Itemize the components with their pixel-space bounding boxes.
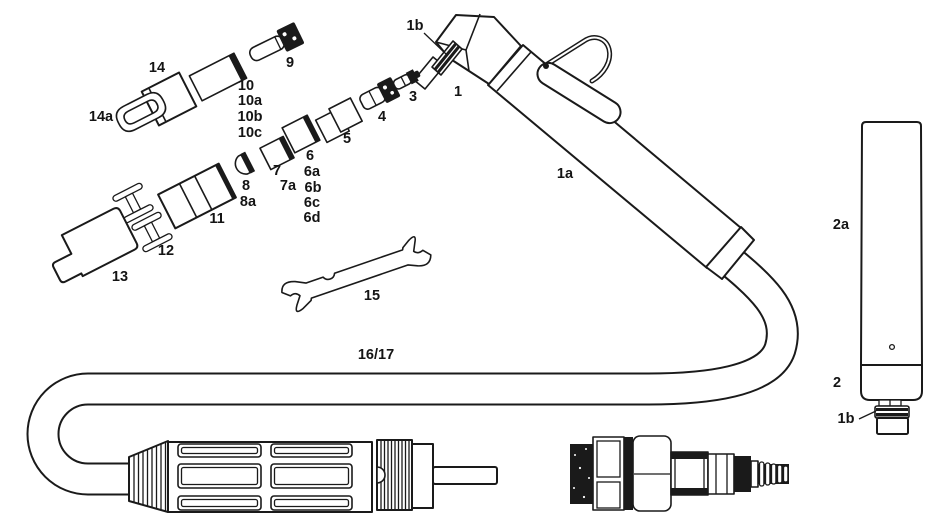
label-10: 10 (238, 78, 254, 94)
label-10c: 10c (238, 125, 262, 141)
strain-relief-cone (128, 440, 169, 513)
label-14a: 14a (89, 109, 114, 125)
spacer-clip-12a (112, 182, 154, 224)
thread-speckles (573, 448, 590, 499)
label-1: 1 (454, 84, 462, 100)
machine-torch (860, 121, 923, 435)
retaining-ring-top (431, 40, 463, 76)
swirl-ring-5 (314, 97, 363, 144)
label-4: 4 (378, 109, 386, 125)
trigger-group (536, 35, 622, 125)
label-6c: 6c (304, 195, 320, 211)
retaining-ring-bottom (874, 405, 910, 419)
barb-step (750, 460, 759, 488)
bottom-cap (876, 417, 909, 435)
leader-1b-top (423, 32, 447, 55)
cartridge-11 (157, 162, 237, 230)
label-10b: 10b (238, 109, 263, 125)
hex-nut-small (707, 453, 735, 495)
guide-plate-13 (51, 207, 139, 284)
valve-pin-9 (248, 22, 304, 62)
electrode-4 (359, 77, 401, 110)
torch-barrel-group (487, 44, 755, 280)
cable-boot (705, 226, 755, 280)
ring-notch (376, 466, 386, 484)
leader-lines (423, 32, 877, 420)
label-9: 9 (286, 55, 294, 71)
trigger-lever (536, 61, 622, 125)
label-6a: 6a (304, 164, 321, 180)
torch-leads-cable (26, 233, 799, 496)
hex-nut-a (592, 436, 625, 511)
electrode-3 (392, 69, 421, 90)
label-13: 13 (112, 269, 128, 285)
consumables-cluster (51, 22, 432, 313)
ferrule (734, 456, 751, 492)
wire-anchor (543, 63, 549, 69)
spacer-7 (259, 135, 295, 171)
label-10a: 10a (238, 93, 263, 109)
cone-knurling (133, 442, 167, 511)
wrench-15 (281, 236, 432, 313)
torch-barrel (487, 44, 742, 269)
handle-assembly (128, 439, 498, 513)
body-hole (888, 343, 896, 351)
label-12: 12 (158, 243, 174, 259)
hose-barb (758, 461, 789, 487)
label-11: 11 (209, 211, 224, 227)
handle-slots (177, 443, 353, 511)
label-1b-top: 1b (407, 18, 424, 34)
shield-insert-8 (234, 151, 256, 175)
spacer-clip-12b (131, 211, 173, 253)
cutting-tip-6 (281, 114, 321, 154)
label-7: 7 (273, 163, 281, 179)
label-1a: 1a (557, 166, 574, 182)
threaded-sleeve (570, 444, 593, 504)
shield-tube-10 (188, 52, 248, 102)
label-7a: 7a (280, 178, 297, 194)
label-5: 5 (343, 131, 351, 147)
label-2a: 2a (833, 217, 850, 233)
label-6: 6 (306, 148, 314, 164)
dark-band (624, 437, 633, 510)
part-labels: 1b 9 14 14a 10 10a 10b 10c 1 3 4 5 6 6a … (89, 18, 855, 427)
hose-fitting (570, 435, 789, 512)
cap-handle-14a (115, 91, 167, 133)
handle-output-tube (432, 466, 498, 485)
handle-collar (411, 443, 434, 509)
label-8a: 8a (240, 194, 257, 210)
label-14: 14 (149, 60, 165, 76)
label-6d: 6d (304, 210, 321, 226)
label-2: 2 (833, 375, 841, 391)
label-8: 8 (242, 178, 250, 194)
leader-1b-bottom (858, 410, 877, 420)
label-3: 3 (409, 89, 417, 105)
label-6b: 6b (305, 180, 322, 196)
machine-torch-collar (860, 364, 923, 401)
label-1b-bottom: 1b (838, 411, 855, 427)
machine-torch-body (860, 121, 923, 366)
torch-head-group (413, 13, 522, 90)
label-15: 15 (364, 288, 380, 304)
label-16-17: 16/17 (358, 347, 394, 363)
